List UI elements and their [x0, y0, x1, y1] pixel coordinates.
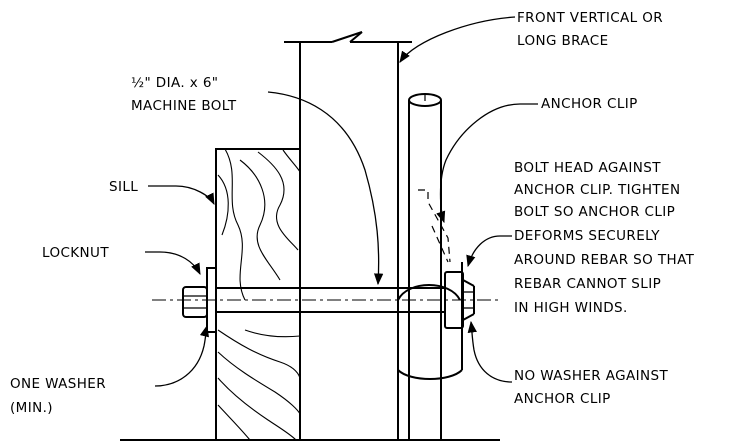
machine-bolt: [182, 267, 475, 333]
leader-one-washer: [154, 324, 209, 387]
leader-front-brace: [399, 16, 516, 63]
leader-no-washer: [467, 320, 513, 383]
label-anchor-clip: ANCHOR CLIP: [541, 96, 638, 112]
sill-block: [215, 148, 301, 441]
leader-anchor-clip: [436, 103, 538, 224]
label-machine-bolt: ½" DIA. x 6" MACHINE BOLT: [131, 75, 237, 114]
label-locknut: LOCKNUT: [42, 245, 109, 261]
label-no-washer: NO WASHER AGAINST ANCHOR CLIP: [514, 368, 673, 407]
anchor-clip: [397, 189, 463, 380]
leader-locknut: [145, 251, 201, 276]
label-one-washer: ONE WASHER (MIN.): [10, 376, 111, 416]
leader-machine-bolt: [267, 91, 384, 286]
label-front-brace: FRONT VERTICAL OR LONG BRACE: [517, 10, 668, 49]
leader-sill: [148, 185, 215, 206]
label-bolt-head-note: BOLT HEAD AGAINST ANCHOR CLIP. TIGHTEN B…: [514, 160, 699, 316]
leader-bolt-head: [466, 235, 512, 268]
vertical-brace: [284, 31, 412, 440]
rebar: [408, 93, 442, 440]
label-sill: SILL: [109, 179, 138, 195]
